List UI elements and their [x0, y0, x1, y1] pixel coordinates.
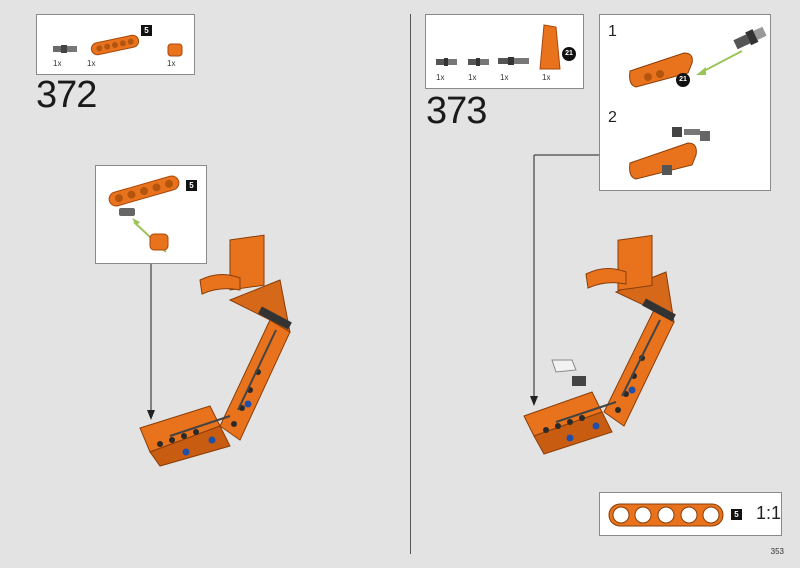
substep-number: 2 — [608, 109, 617, 126]
part-length-badge: 21 — [676, 73, 690, 87]
scale-reference: 5 1:1 — [599, 492, 782, 536]
part-qty: 1x — [87, 59, 96, 68]
orange-panel-icon — [629, 142, 697, 180]
gray-axle-icon — [498, 57, 529, 65]
part-qty: 1x — [53, 59, 62, 68]
beam-length-badge: 5 — [731, 509, 742, 520]
gray-pin-icon — [119, 208, 135, 216]
part-qty: 1x — [542, 73, 551, 82]
step-number: 373 — [426, 90, 487, 132]
part-qty: 1x — [468, 73, 477, 82]
model-assembly-373 — [523, 234, 676, 455]
callout-372: 5 — [95, 165, 207, 264]
part-qty: 1x — [436, 73, 445, 82]
orange-beam-5-icon — [90, 34, 140, 56]
gray-pin-icon — [662, 165, 672, 175]
parts-list-373: 1x 1x 1x 21 1x — [425, 14, 584, 89]
orange-panel-icon — [539, 24, 561, 70]
page-divider — [410, 14, 411, 554]
orange-panel-icon — [629, 52, 693, 88]
model-assembly-372 — [139, 234, 292, 467]
substeps-373: 1 21 2 — [599, 14, 771, 191]
beam-length-badge: 5 — [141, 25, 152, 36]
gray-pin-icon — [468, 58, 489, 66]
orange-bush-icon — [149, 233, 169, 251]
gray-axle-pin-icon — [53, 45, 77, 53]
gray-pin-icon — [436, 58, 457, 66]
page-number: 353 — [770, 547, 784, 556]
beam-length-badge: 5 — [186, 180, 197, 191]
part-length-badge: 21 — [562, 47, 576, 61]
gray-axle-pin-icon — [733, 26, 767, 50]
substep-number: 1 — [608, 23, 617, 40]
orange-beam-icon — [108, 175, 180, 207]
parts-list-372: 1x 5 1x 1x — [36, 14, 195, 75]
part-qty: 1x — [167, 59, 176, 68]
part-qty: 1x — [500, 73, 509, 82]
gray-pin-icon — [672, 127, 710, 141]
step-number: 372 — [36, 74, 97, 116]
orange-beam-5-icon — [608, 503, 724, 527]
orange-bush-icon — [167, 43, 183, 57]
insert-arrow-icon — [696, 50, 743, 75]
scale-ratio: 1:1 — [756, 503, 782, 523]
